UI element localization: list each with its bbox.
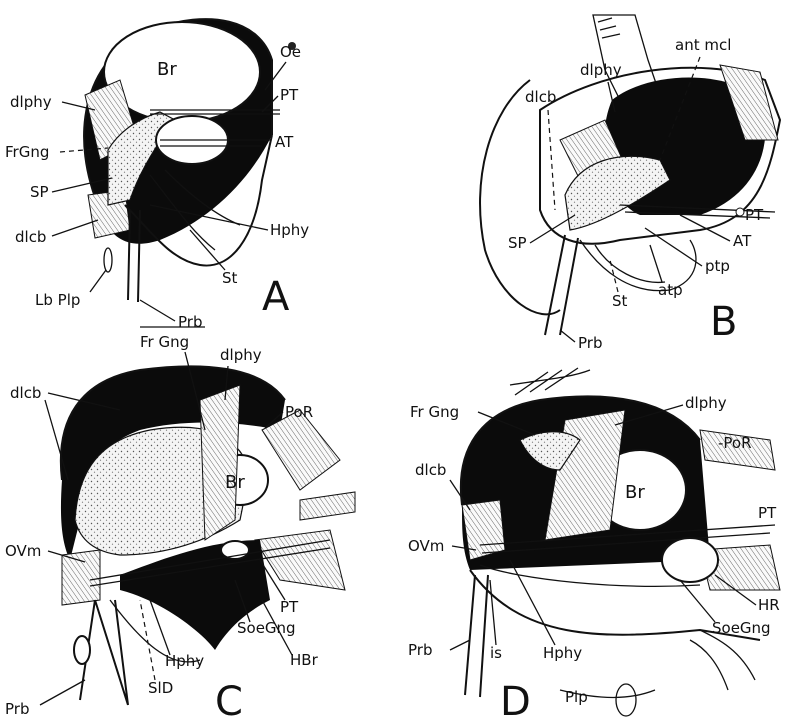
panel-c-dlcb-muscle	[62, 550, 100, 605]
panel-a-label-st: St	[222, 269, 238, 287]
panel-a-label-dlphy: dlphy	[10, 93, 52, 111]
panel-c-label-por: PoR	[285, 403, 313, 421]
panel-b-label-antmcl: ant mcl	[675, 36, 731, 54]
panel-b-letter: B	[710, 299, 737, 345]
panel-c-label-br: Br	[225, 472, 245, 493]
panel-d-label-hphy: Hphy	[543, 644, 582, 662]
panel-c-label-dlcb: dlcb	[10, 384, 41, 402]
panel-c-letter: C	[215, 679, 243, 722]
panel-b-label-at: AT	[733, 232, 752, 250]
panel-c-label-hphy: Hphy	[165, 652, 204, 670]
panel-b-label-atp: atp	[658, 281, 683, 299]
panel-a-label-hphy: Hphy	[270, 221, 309, 239]
panel-a-label-at: AT	[275, 133, 294, 151]
panel-b-label-st: St	[612, 292, 628, 310]
panel-d-label-pt: PT	[758, 504, 777, 522]
panel-a-label-sp: SP	[30, 183, 49, 201]
panel-d-label-ovm: OVm	[408, 537, 444, 555]
panel-b-head	[480, 15, 780, 335]
panel-b-label-pt: PT	[745, 206, 764, 224]
panel-b-label-ptp: ptp	[705, 257, 730, 275]
panel-d-label-dlcb: dlcb	[415, 461, 446, 479]
panel-d-label-por: -PoR	[718, 434, 752, 452]
panel-d-proboscis	[465, 575, 488, 697]
panel-a-label-br: Br	[157, 59, 177, 80]
panel-d-letter: D	[500, 679, 531, 722]
panel-c-label-frgng: Fr Gng	[140, 333, 189, 351]
panel-a-label-pt: PT	[280, 86, 299, 104]
panel-b-label-dlcb: dlcb	[525, 88, 556, 106]
panel-c: Fr Gng dlphy dlcb PoR Br OVm PT SoeGng H…	[5, 333, 355, 722]
panel-d: Fr Gng dlphy -PoR dlcb Br PT OVm HR SoeG…	[408, 368, 780, 722]
panel-c-label-ovm: OVm	[5, 542, 41, 560]
panel-c-label-prb: Prb	[5, 700, 29, 718]
panel-a-letter: A	[262, 274, 290, 320]
panel-a: Br Oe PT AT dlphy FrGng SP dlcb Hphy St …	[5, 19, 309, 331]
panel-a-label-oe: Oe	[280, 43, 301, 61]
panel-c-label-soegng: SoeGng	[237, 619, 296, 637]
panel-d-label-is: is	[490, 644, 502, 662]
panel-d-dlcb-muscle	[462, 500, 505, 560]
panel-b-label-dlphy: dlphy	[580, 61, 622, 79]
panel-c-label-sld: SlD	[148, 679, 173, 697]
panel-c-label-hbr: HBr	[290, 651, 319, 669]
panel-b-label-sp: SP	[508, 234, 527, 252]
panel-d-label-dlphy: dlphy	[685, 394, 727, 412]
panel-d-label-frgng: Fr Gng	[410, 403, 459, 421]
panel-d-label-hr: HR	[758, 596, 780, 614]
panel-c-label-pt: PT	[280, 598, 299, 616]
panel-a-label-frgng: FrGng	[5, 143, 49, 161]
panel-a-head	[84, 19, 296, 302]
panel-d-label-soegng: SoeGng	[712, 619, 771, 637]
panel-d-label-prb: Prb	[408, 641, 432, 659]
panel-b-label-prb: Prb	[578, 334, 602, 352]
panel-c-label-dlphy: dlphy	[220, 346, 262, 364]
panel-d-head	[461, 368, 780, 716]
panel-b: ant mcl dlphy dlcb PT AT SP ptp atp St P…	[480, 15, 780, 352]
panel-a-label-lbplp: Lb Plp	[35, 291, 80, 309]
panel-a-label-prb: Prb	[178, 313, 202, 331]
panel-b-proboscis	[545, 235, 578, 335]
panel-a-label-dlcb: dlcb	[15, 228, 46, 246]
panel-d-label-br: Br	[625, 482, 645, 503]
panel-d-label-plp: Plp	[565, 688, 588, 706]
